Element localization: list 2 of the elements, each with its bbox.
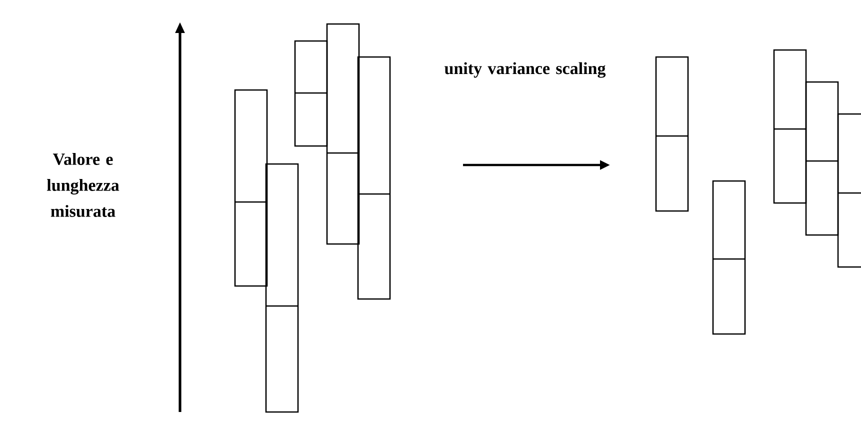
axis-label: Valore e lunghezza misurata	[46, 153, 120, 217]
arrow-label: unity variance scaling	[444, 62, 606, 78]
